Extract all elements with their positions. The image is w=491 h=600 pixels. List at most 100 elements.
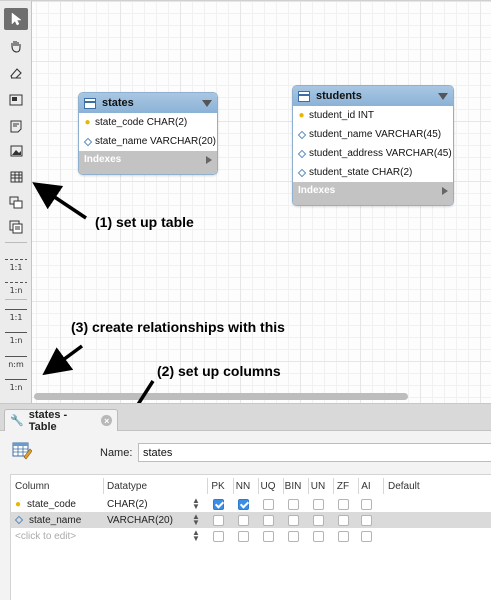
name-label: Name:: [100, 447, 133, 459]
zf-checkbox[interactable]: [337, 498, 349, 510]
states-table-name: states: [102, 97, 134, 109]
column-row-state-code[interactable]: ●state_code CHAR(2) ▲▼: [11, 496, 491, 512]
table-icon: [84, 97, 96, 109]
students-column-row[interactable]: student_state CHAR(2): [293, 163, 453, 182]
horizontal-scrollbar[interactable]: [34, 393, 408, 400]
students-indexes-bar[interactable]: Indexes: [293, 182, 453, 199]
un-checkbox[interactable]: [312, 498, 324, 510]
relationship-1-n-tool[interactable]: 1:n: [3, 267, 29, 295]
states-column-text: state_code CHAR(2): [95, 117, 188, 128]
tab-title: states - Table: [28, 408, 68, 433]
un-checkbox[interactable]: [312, 514, 324, 526]
annotation-setup-columns: (2) set up columns: [157, 363, 281, 379]
relationship-1-1-identifying-tool[interactable]: 1:1: [3, 294, 29, 322]
nn-checkbox[interactable]: [237, 514, 249, 526]
indexes-label: Indexes: [84, 154, 122, 165]
header-un[interactable]: UN: [310, 480, 326, 492]
bin-checkbox[interactable]: [287, 498, 299, 510]
pk-checkbox[interactable]: [212, 498, 224, 510]
ai-checkbox[interactable]: [360, 530, 372, 542]
header-default[interactable]: Default: [388, 480, 420, 492]
uq-checkbox[interactable]: [262, 530, 274, 542]
key-icon: ●: [298, 110, 305, 121]
column-name-text: state_name: [29, 514, 82, 526]
datatype-cell[interactable]: CHAR(2): [107, 498, 148, 510]
image-tool-icon[interactable]: [4, 140, 28, 162]
layer-tool-icon[interactable]: [4, 89, 28, 111]
datatype-stepper-icon[interactable]: ▲▼: [192, 496, 200, 511]
zf-checkbox[interactable]: [337, 514, 349, 526]
tab-states-table[interactable]: 🔧 states - Table ×: [4, 408, 118, 433]
states-column-row[interactable]: state_name VARCHAR(20): [79, 132, 217, 151]
header-bin[interactable]: BIN: [284, 480, 302, 492]
relationship-1-n-label: 1:n: [9, 286, 23, 295]
students-table-box[interactable]: students ● student_id INT student_name V…: [292, 85, 454, 206]
nn-checkbox[interactable]: [237, 530, 249, 542]
pk-checkbox[interactable]: [212, 514, 224, 526]
table-name-input[interactable]: [138, 443, 491, 462]
datatype-stepper-icon[interactable]: ▲▼: [192, 528, 200, 543]
datatype-stepper-icon[interactable]: ▲▼: [192, 512, 200, 527]
pointer-tool-icon[interactable]: [4, 8, 28, 30]
header-zf[interactable]: ZF: [336, 480, 350, 492]
relationship-1-n-identifying-tool[interactable]: 1:n: [3, 317, 29, 345]
relationship-1-n-existing-label: 1:n: [9, 383, 23, 392]
un-checkbox[interactable]: [312, 530, 324, 542]
states-column-text: state_name VARCHAR(20): [95, 136, 216, 147]
relationship-1-1-tool[interactable]: 1:1: [3, 244, 29, 272]
column-name-cell: state_name: [14, 514, 82, 526]
header-pk[interactable]: PK: [211, 480, 225, 492]
key-icon: ●: [15, 498, 22, 510]
pk-checkbox[interactable]: [212, 530, 224, 542]
note-tool-icon[interactable]: [4, 115, 28, 137]
collapse-arrow-icon[interactable]: [438, 92, 448, 100]
nn-checkbox[interactable]: [237, 498, 249, 510]
eraser-tool-icon[interactable]: [4, 62, 28, 84]
students-table-header[interactable]: students: [293, 86, 453, 106]
column-row-state-name[interactable]: state_name VARCHAR(20) ▲▼: [11, 512, 491, 528]
states-column-row[interactable]: ● state_code CHAR(2): [79, 113, 217, 132]
expand-arrow-icon[interactable]: [206, 155, 212, 164]
header-column[interactable]: Column: [15, 480, 50, 492]
close-icon[interactable]: ×: [101, 415, 112, 426]
header-datatype[interactable]: Datatype: [107, 480, 148, 492]
collapse-arrow-icon[interactable]: [202, 99, 212, 107]
routine-group-tool-icon[interactable]: [4, 216, 28, 238]
students-column-row[interactable]: ● student_id INT: [293, 106, 453, 125]
ai-checkbox[interactable]: [360, 514, 372, 526]
wrench-icon: 🔧: [10, 415, 24, 427]
annotation-setup-table: (1) set up table: [95, 214, 194, 230]
expand-arrow-icon[interactable]: [442, 186, 448, 195]
ai-checkbox[interactable]: [360, 498, 372, 510]
states-indexes-bar[interactable]: Indexes: [79, 151, 217, 168]
uq-checkbox[interactable]: [262, 498, 274, 510]
diamond-icon: [297, 149, 306, 158]
students-column-row[interactable]: student_name VARCHAR(45): [293, 125, 453, 144]
students-column-text: student_address VARCHAR(45): [309, 148, 452, 159]
datatype-cell[interactable]: VARCHAR(20): [107, 514, 173, 526]
view-tool-icon[interactable]: [4, 191, 28, 213]
states-table-box[interactable]: states ● state_code CHAR(2) state_name V…: [78, 92, 218, 175]
new-column-row[interactable]: <click to edit> ▲▼: [11, 528, 491, 544]
new-column-placeholder[interactable]: <click to edit>: [15, 530, 77, 542]
uq-checkbox[interactable]: [262, 514, 274, 526]
states-table-header[interactable]: states: [79, 93, 217, 113]
diamond-icon: [297, 168, 306, 177]
hand-tool-icon[interactable]: [4, 35, 28, 57]
students-column-row[interactable]: student_address VARCHAR(45): [293, 144, 453, 163]
diagram-canvas[interactable]: 1:1 1:n 1:1 1:n n:m 1:n states ● state_c…: [0, 0, 491, 404]
relationship-n-m-tool[interactable]: n:m: [3, 341, 29, 369]
columns-grid[interactable]: Column Datatype PK NN UQ BIN UN ZF AI De…: [10, 474, 491, 600]
table-tool-icon[interactable]: [4, 166, 28, 188]
diamond-icon: [14, 515, 24, 525]
students-table-name: students: [316, 90, 362, 102]
header-ai[interactable]: AI: [361, 480, 371, 492]
header-nn[interactable]: NN: [235, 480, 251, 492]
relationship-1-1-identifying-label: 1:1: [9, 313, 23, 322]
students-column-text: student_name VARCHAR(45): [309, 129, 442, 140]
bin-checkbox[interactable]: [287, 530, 299, 542]
bin-checkbox[interactable]: [287, 514, 299, 526]
relationship-1-n-existing-tool[interactable]: 1:n: [3, 364, 29, 392]
header-uq[interactable]: UQ: [260, 480, 276, 492]
zf-checkbox[interactable]: [337, 530, 349, 542]
